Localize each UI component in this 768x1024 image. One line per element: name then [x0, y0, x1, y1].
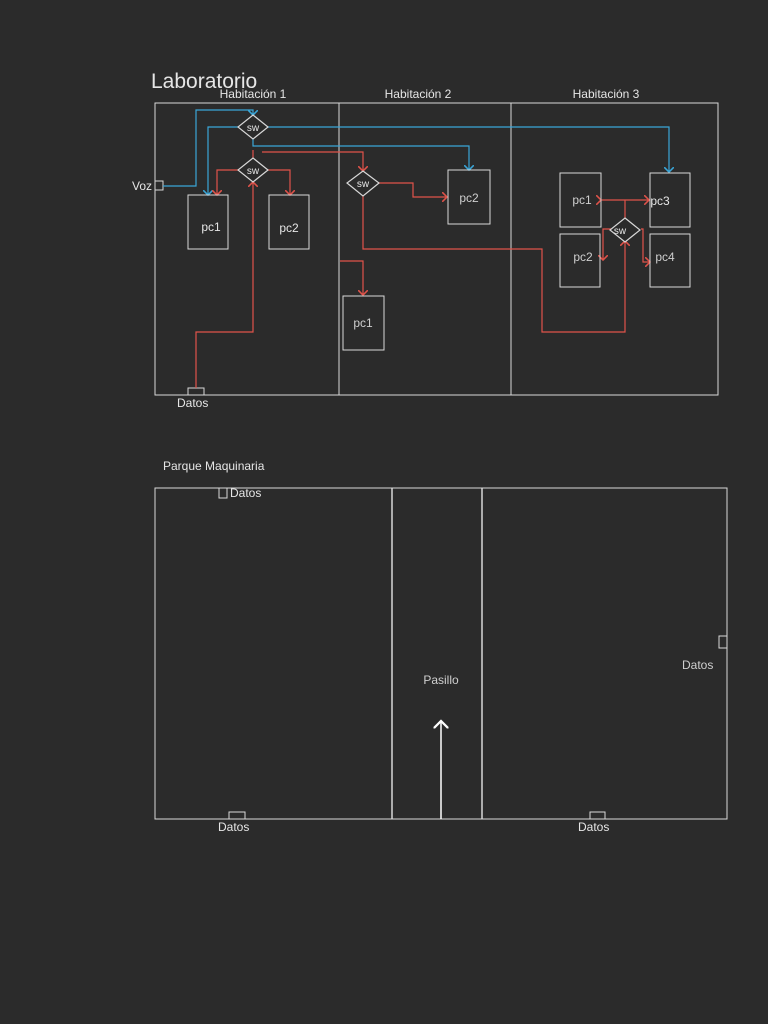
room2-label: Habitación 2: [385, 87, 452, 101]
park-data-label-top: Datos: [230, 486, 261, 500]
svg-text:pc4: pc4: [655, 250, 675, 264]
park-data-outlet-top: [218, 487, 228, 499]
park-data-label-bottom-right: Datos: [578, 820, 609, 834]
corridor-label: Pasillo: [423, 673, 459, 687]
voice-outlet-label: Voz: [132, 179, 152, 193]
park-data-outlet-right: [718, 635, 728, 649]
switch-top: sw: [237, 114, 269, 140]
lab-data-outlet: [187, 387, 205, 396]
room3-pc3: pc3: [649, 172, 691, 228]
park-title: Parque Maquinaria: [163, 459, 265, 473]
room1-pc2: pc2: [268, 194, 310, 250]
svg-text:pc2: pc2: [573, 250, 593, 264]
lab-title: Laboratorio: [151, 70, 257, 93]
room1-pc1: pc1: [187, 194, 229, 250]
park-data-label-bottom-left: Datos: [218, 820, 249, 834]
svg-text:sw: sw: [614, 226, 627, 237]
park-data-outlet-bottom-right: [589, 811, 606, 820]
svg-text:sw: sw: [357, 179, 370, 190]
park-data-outlet-bottom-left: [228, 811, 246, 820]
room3-pc1: pc1: [559, 172, 602, 228]
room3-pc2: pc2: [559, 233, 601, 288]
svg-text:pc2: pc2: [459, 191, 479, 205]
lab-data-outlet-label: Datos: [177, 396, 208, 410]
data-cabling: [195, 150, 650, 388]
voice-outlet: [154, 180, 164, 191]
svg-text:pc1: pc1: [353, 316, 373, 330]
switch-room3: sw: [609, 217, 641, 243]
park-data-label-right: Datos: [682, 658, 713, 672]
svg-text:pc1: pc1: [572, 193, 592, 207]
svg-text:pc1: pc1: [201, 220, 221, 234]
room2-pc2: pc2: [447, 169, 491, 225]
svg-text:pc2: pc2: [279, 221, 299, 235]
svg-text:sw: sw: [247, 166, 260, 177]
svg-text:sw: sw: [247, 123, 260, 134]
room3-pc4: pc4: [649, 233, 691, 288]
switch-room1: sw: [237, 157, 269, 183]
switch-room2: sw: [346, 170, 380, 197]
room3-label: Habitación 3: [573, 87, 640, 101]
voice-cabling: [163, 109, 669, 195]
svg-text:pc3: pc3: [650, 194, 670, 208]
room2-pc1: pc1: [342, 295, 385, 351]
room1-label: Habitación 1: [220, 87, 287, 101]
